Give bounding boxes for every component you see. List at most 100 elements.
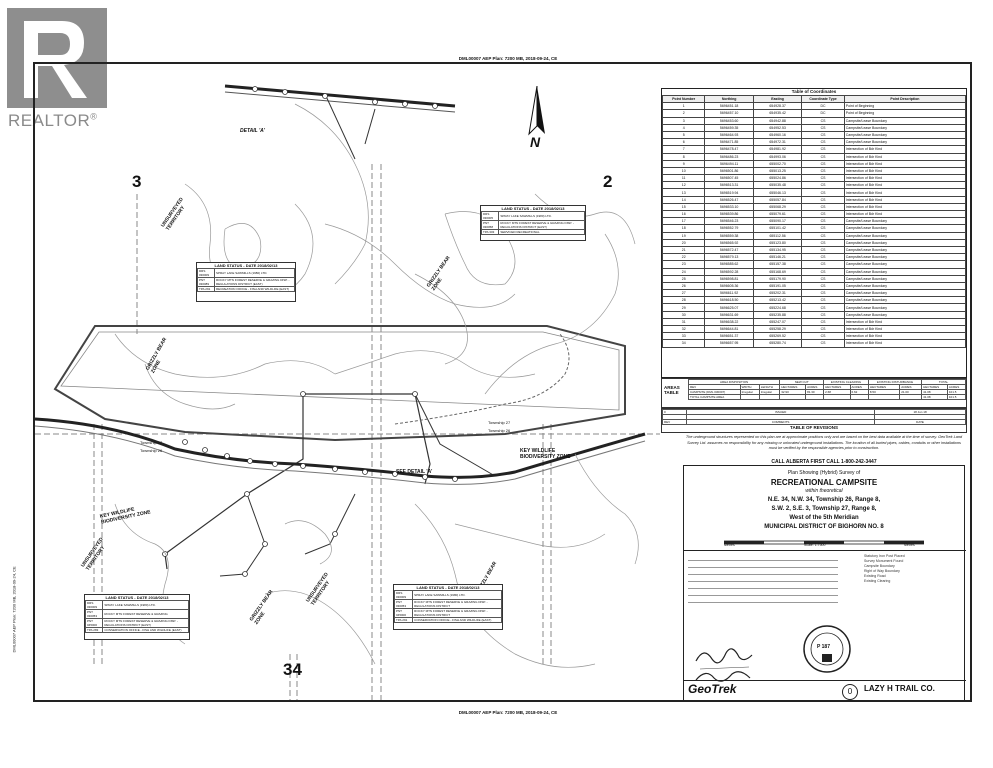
land-status-desc: SPRAY LAKE SAWMILLS (1980) LTD. xyxy=(412,590,502,600)
coord-cell: 5696618.50 xyxy=(704,296,754,305)
north-label: N xyxy=(530,134,541,150)
coord-cell: 654981.92 xyxy=(752,145,803,154)
coord-cell: Campsite/Lease Boundary xyxy=(843,303,967,312)
coord-cell: 6 xyxy=(661,138,706,147)
coord-cell: Campsite/Lease Boundary xyxy=(843,224,967,233)
stamp-permit: P 187 xyxy=(817,644,830,650)
coord-cell: 7 xyxy=(661,145,706,154)
coord-cell: 5696585.62 xyxy=(704,260,754,269)
coord-cell: Campsite/Lease Boundary xyxy=(843,281,967,291)
coord-cell: 655202.31 xyxy=(752,289,803,298)
land-status-code: PNT 030089 xyxy=(196,277,216,287)
coord-header: Coordinate Type xyxy=(801,94,845,104)
revision-header: DATE xyxy=(874,419,966,425)
land-status-desc: ROCKY MTN FOREST RESERVE & GRAZING DISP.… xyxy=(412,599,502,609)
coord-cell: 5696494.11 xyxy=(704,159,754,168)
coord-cell: Intersection of Bdr Kind xyxy=(843,152,967,161)
coord-cell: CS xyxy=(801,217,845,226)
coord-cell: DC xyxy=(801,102,845,111)
coord-cell: 5696605.36 xyxy=(704,281,754,291)
areas-cell xyxy=(758,394,781,400)
drawing-frame xyxy=(33,62,972,702)
coord-cell: 15 xyxy=(661,202,706,212)
coord-cell: 5696644.81 xyxy=(704,324,754,334)
plan-title-line: N.E. 34, N.W. 34, Township 26, Range 8, xyxy=(767,497,881,503)
coord-cell: 25 xyxy=(661,274,706,283)
township-label: Township 26 xyxy=(488,428,511,433)
coord-cell: 21 xyxy=(661,245,706,255)
coord-cell: Campsite/Lease Boundary xyxy=(843,231,967,240)
coord-cell: 655213.42 xyxy=(752,296,803,305)
coord-cell: 28 xyxy=(661,296,706,305)
coord-cell: 654928.37 xyxy=(752,102,803,111)
plan-notes xyxy=(688,554,838,605)
coord-cell: CS xyxy=(801,296,845,305)
coord-cell: Campsite/Lease Boundary xyxy=(843,238,967,247)
coord-cell: 5696459.35 xyxy=(704,123,754,132)
coord-cell: CS xyxy=(801,166,845,176)
coord-cell: 5696559.38 xyxy=(704,231,754,240)
checker-signature xyxy=(695,671,751,682)
coord-cell: Campsite/Lease Boundary xyxy=(843,260,967,269)
coord-cell: CS xyxy=(801,130,845,140)
coord-cell: 5696539.86 xyxy=(704,209,754,219)
scale-unit-left: Metres xyxy=(724,543,735,547)
side-plan-reference: DML00007 AEP Plan: 7200 MB, 2018-09-24, … xyxy=(11,566,17,653)
scale-label: Scale: 1:7500 xyxy=(804,543,826,547)
coord-cell: 655002.70 xyxy=(752,159,803,168)
coord-cell: 655146.21 xyxy=(752,253,803,262)
land-status-code: TPA 291 xyxy=(196,286,216,292)
first-call-notice: CALL ALBERTA FIRST CALL 1-800-242-3447 xyxy=(771,459,877,465)
land-status-code: PNT 045000 xyxy=(393,608,414,618)
coord-cell: 5696598.81 xyxy=(704,274,754,283)
coord-cell: 20 xyxy=(661,238,706,247)
coord-cell: CS xyxy=(801,138,845,147)
plan-title-line: S.W. 2, S.E. 3, Township 27, Range 8, xyxy=(771,506,877,512)
coord-cell: Campsite/Lease Boundary xyxy=(843,289,967,298)
coord-cell: 5696453.60 xyxy=(704,116,754,125)
coord-cell: 5696651.37 xyxy=(704,332,754,341)
title-block: Plan Showing (Hybrid) Survey of RECREATI… xyxy=(683,465,966,701)
coord-cell: 5696451.18 xyxy=(704,102,754,111)
coord-cell: Intersection of Bdr Kind xyxy=(843,202,967,212)
land-status-code: DRS 030005 xyxy=(480,211,500,221)
coord-cell: 5696507.45 xyxy=(704,174,754,183)
coord-cell: 655224.68 xyxy=(752,303,803,312)
coord-cell: 654952.53 xyxy=(752,123,803,132)
land-status-box: LAND STATUS - DATE 2018/02/13 DRS 030005… xyxy=(480,205,586,241)
areas-cell xyxy=(899,394,923,400)
coord-cell: Campsite/Lease Boundary xyxy=(843,116,967,125)
coord-cell: 12 xyxy=(661,181,706,190)
coord-cell: Campsite/Lease Boundary xyxy=(843,123,967,132)
surveyor-stamp: P 187 xyxy=(802,624,852,674)
township-label: Township 27 xyxy=(140,440,163,445)
land-status-desc: SPRAY LAKE SAWMILLS (1980) LTD. xyxy=(214,268,295,278)
coord-cell: 17 xyxy=(661,217,706,226)
coord-cell: 5696579.13 xyxy=(704,253,754,262)
coord-cell: 5 xyxy=(661,130,706,140)
legend-item: Existing Road xyxy=(864,574,886,578)
coord-cell: 5696478.47 xyxy=(704,145,754,154)
coord-cell: 654942.88 xyxy=(752,116,803,125)
coord-cell: CS xyxy=(801,202,845,212)
surveyor-signature xyxy=(695,648,753,670)
coord-cell: 655079.61 xyxy=(752,209,803,219)
coord-cell: 23 xyxy=(661,260,706,269)
coord-cell: 29 xyxy=(661,303,706,312)
legend: Statutory Iron Post Placed Survey Monume… xyxy=(864,554,962,584)
header-plan-reference: DML00007 AEP Plan: 7200 MB, 2018-09-24, … xyxy=(458,56,558,61)
revision-header: REV xyxy=(661,419,688,425)
coord-cell: 4 xyxy=(661,123,706,132)
coord-cell: CS xyxy=(801,123,845,132)
coord-cell: Intersection of Bdr Kind xyxy=(843,159,967,168)
land-status-code: DRS 030009 xyxy=(393,590,414,600)
coord-cell: CS xyxy=(801,274,845,283)
coord-cell: Intersection of Bdr Kind xyxy=(843,332,967,341)
